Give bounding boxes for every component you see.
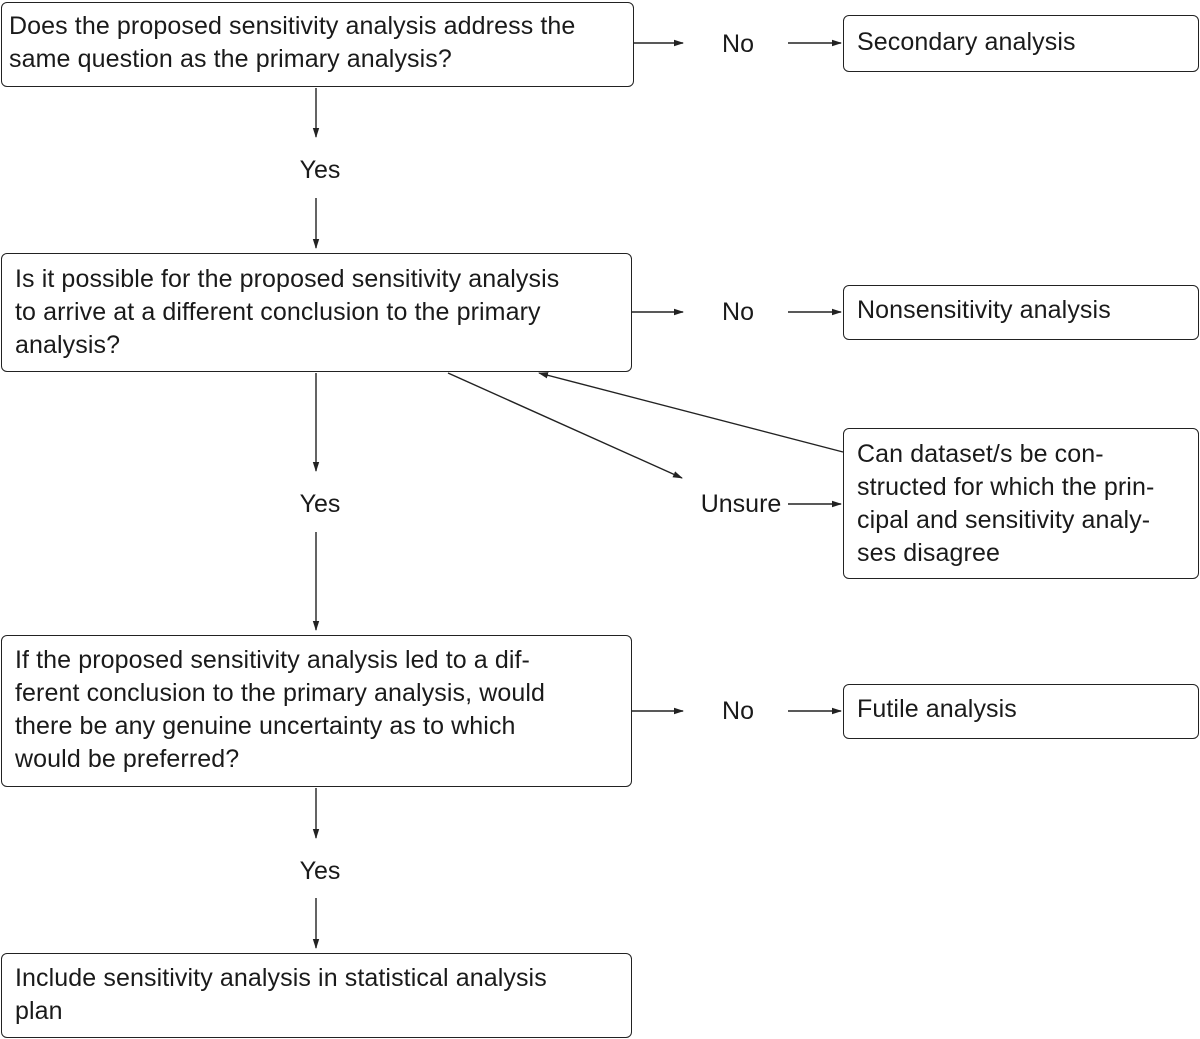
connector-q2-to-unsure (447, 372, 683, 479)
outcome-include-analysis-text: Include sensitivity analysis in statisti… (15, 964, 547, 1025)
branch-label-yes: Yes (290, 489, 350, 519)
outcome-futile-analysis-box: Futile analysis (843, 684, 1199, 739)
outcome-nonsensitivity-analysis-text: Nonsensitivity analysis (857, 296, 1111, 324)
question-genuine-uncertainty-box: If the proposed sensitivity analysis led… (1, 635, 632, 787)
branch-label-yes: Yes (290, 856, 350, 886)
branch-label-no: No (710, 696, 766, 726)
question-same-question-text: Does the proposed sensitivity analysis a… (9, 12, 576, 73)
question-construct-datasets-box: Can dataset/s be con- structed for which… (843, 428, 1199, 579)
branch-label-no: No (710, 297, 766, 327)
branch-label-unsure: Unsure (694, 489, 788, 519)
branch-label-yes: Yes (290, 155, 350, 185)
outcome-secondary-analysis-box: Secondary analysis (843, 15, 1199, 72)
question-different-conclusion-text: Is it possible for the proposed sensitiv… (15, 265, 560, 359)
question-construct-datasets-text: Can dataset/s be con- structed for which… (857, 440, 1155, 567)
outcome-futile-analysis-text: Futile analysis (857, 695, 1017, 723)
outcome-secondary-analysis-text: Secondary analysis (857, 28, 1076, 56)
question-same-question-box: Does the proposed sensitivity analysis a… (1, 2, 634, 87)
connector-aside-back-to-q2 (538, 372, 844, 453)
question-genuine-uncertainty-text: If the proposed sensitivity analysis led… (15, 646, 546, 773)
outcome-include-analysis-box: Include sensitivity analysis in statisti… (1, 953, 632, 1038)
branch-label-no: No (710, 29, 766, 59)
question-different-conclusion-box: Is it possible for the proposed sensitiv… (1, 253, 632, 372)
outcome-nonsensitivity-analysis-box: Nonsensitivity analysis (843, 285, 1199, 340)
